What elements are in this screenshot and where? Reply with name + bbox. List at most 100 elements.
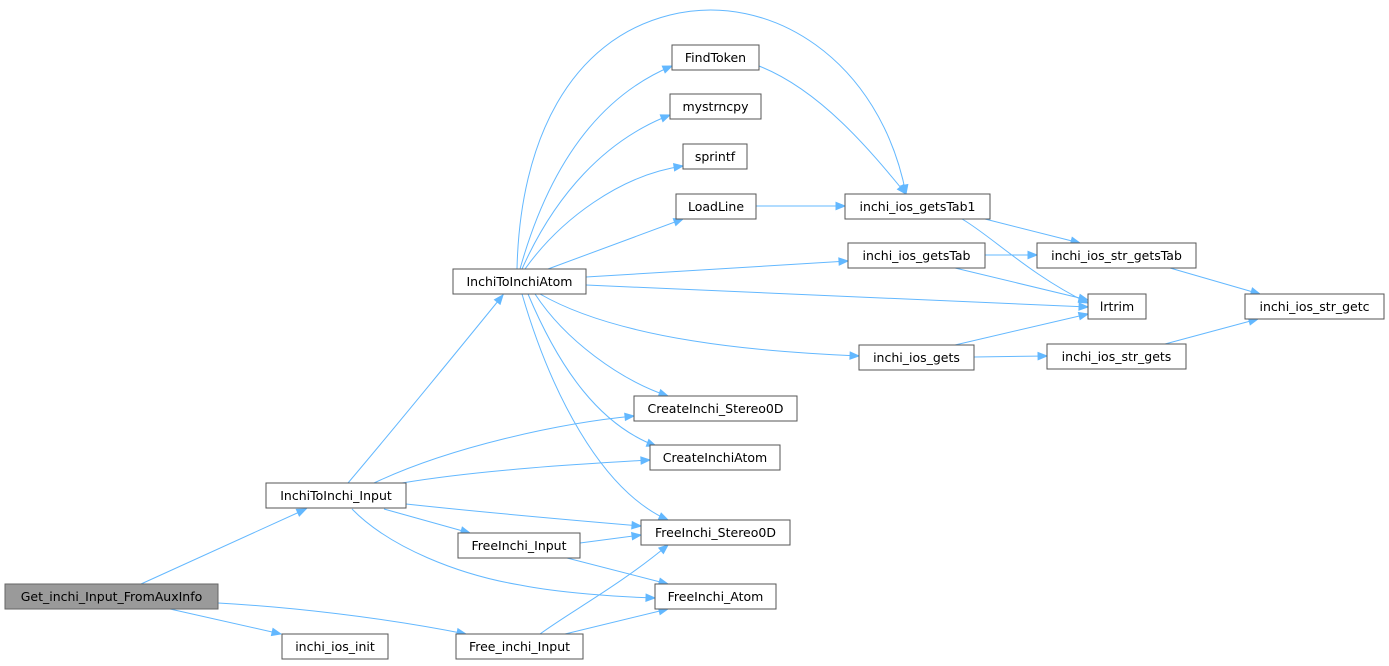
node-box — [671, 44, 760, 71]
node-lrtrim[interactable]: lrtrim — [1087, 293, 1147, 320]
node-box — [844, 193, 991, 220]
node-label: LoadLine — [688, 199, 744, 214]
node-box — [669, 93, 762, 120]
edge-inchitoinchiatom-to-inchi_ios_getstab — [585, 257, 850, 278]
node-inchitoinchiatom[interactable]: InchiToInchiAtom — [452, 268, 587, 295]
edge-line — [564, 608, 669, 635]
edge-line — [534, 293, 669, 397]
node-freeinchi_stereo0d[interactable]: FreeInchi_Stereo0D — [640, 519, 791, 546]
node-inchi_ios_getstab[interactable]: inchi_ios_getsTab — [847, 242, 986, 269]
edge-inchi_ios_str_getstab-to-inchi_ios_str_getc — [1169, 267, 1262, 296]
edge-arrowhead — [1037, 351, 1049, 361]
node-label: inchi_ios_getsTab1 — [860, 199, 976, 214]
edge-line — [351, 508, 656, 599]
edge-loadline-to-inchi_ios_getstab1 — [756, 201, 847, 211]
edge-inchi_ios_getstab-to-inchi_ios_str_getstab — [985, 250, 1039, 260]
edge-arrowhead — [493, 293, 504, 306]
edge-arrowhead — [673, 163, 685, 172]
node-box — [4, 583, 219, 610]
node-label: Free_inchi_Input — [469, 639, 570, 654]
edge-line — [401, 459, 651, 484]
edge-line — [566, 557, 669, 585]
edge-line — [217, 602, 467, 635]
edge-inchitoinchiatom-to-loadline — [547, 218, 685, 270]
edge-free_inchi_input-to-freeinchi_atom — [564, 606, 670, 635]
node-box — [281, 633, 389, 660]
edge-line — [521, 114, 671, 270]
node-label: inchi_ios_str_getsTab — [1051, 248, 1182, 263]
edge-inchitoinchi_input-to-createinchi_stereo0d — [373, 412, 636, 484]
node-inchi_ios_init[interactable]: inchi_ios_init — [281, 633, 389, 660]
node-box — [265, 482, 407, 509]
node-box — [452, 268, 587, 295]
node-box — [847, 242, 986, 269]
edge-line — [521, 293, 669, 521]
edge-inchi_ios_str_gets-to-inchi_ios_str_getc — [1164, 317, 1260, 345]
edge-arrowhead — [295, 508, 308, 517]
edge-line — [140, 508, 307, 585]
node-inchi_ios_str_getstab[interactable]: inchi_ios_str_getsTab — [1036, 242, 1197, 269]
edge-get_inchi_input_fromauxinfo-to-free_inchi_input — [217, 602, 468, 637]
node-free_inchi_input[interactable]: Free_inchi_Input — [455, 633, 584, 660]
node-loadline[interactable]: LoadLine — [675, 193, 757, 220]
edge-inchitoinchiatom-to-mystrncpy — [521, 114, 672, 270]
node-box — [457, 532, 581, 559]
edge-arrowhead — [645, 593, 657, 603]
node-freeinchi_atom[interactable]: FreeInchi_Atom — [654, 583, 777, 610]
edge-line — [405, 503, 642, 527]
node-box — [654, 583, 777, 610]
node-findtoken[interactable]: FindToken — [671, 44, 760, 71]
node-box — [649, 444, 781, 471]
edge-arrowhead — [838, 257, 850, 266]
edge-free_inchi_input-to-freeinchi_stereo0d — [539, 544, 670, 635]
edge-line — [524, 165, 684, 270]
edge-line — [373, 415, 635, 484]
edge-arrowhead — [631, 531, 643, 541]
edge-line — [973, 355, 1048, 358]
node-label: inchi_ios_gets — [873, 350, 960, 365]
edge-arrowhead — [657, 544, 670, 555]
node-mystrncpy[interactable]: mystrncpy — [669, 93, 762, 120]
edge-inchitoinchiatom-to-inchi_ios_gets — [539, 293, 861, 360]
node-createinchiatom[interactable]: CreateInchiAtom — [649, 444, 781, 471]
edge-arrowhead — [835, 201, 847, 211]
edge-inchi_ios_gets-to-inchi_ios_str_gets — [973, 351, 1049, 361]
edge-arrowhead — [624, 412, 636, 422]
edge-inchitoinchi_input-to-inchitoinchiatom — [347, 293, 504, 484]
node-createinchi_stereo0d[interactable]: CreateInchi_Stereo0D — [633, 395, 798, 422]
node-sprintf[interactable]: sprintf — [682, 143, 748, 170]
node-box — [640, 519, 791, 546]
edge-arrowhead — [849, 351, 861, 360]
edge-arrowhead — [270, 627, 283, 637]
node-get_inchi_input_fromauxinfo[interactable]: Get_inchi_Input_FromAuxInfo — [4, 583, 219, 610]
edge-inchitoinchi_input-to-freeinchi_input — [383, 508, 472, 535]
node-label: CreateInchi_Stereo0D — [648, 401, 784, 416]
edge-line — [585, 284, 1089, 308]
node-label: inchi_ios_getsTab — [863, 248, 971, 263]
node-inchi_ios_str_getc[interactable]: inchi_ios_str_getc — [1244, 293, 1385, 320]
node-label: inchi_ios_str_getc — [1260, 299, 1370, 314]
edge-inchitoinchiatom-to-findtoken — [519, 65, 674, 270]
edge-inchi_ios_getstab1-to-inchi_ios_str_getstab — [984, 218, 1082, 245]
edge-line — [579, 534, 642, 544]
node-inchitoinchi_input[interactable]: InchiToInchi_Input — [265, 482, 407, 509]
node-box — [1087, 293, 1147, 320]
node-box — [1046, 343, 1187, 370]
edge-line — [758, 65, 907, 195]
edge-freeinchi_input-to-freeinchi_stereo0d — [579, 531, 643, 544]
edge-line — [1164, 318, 1259, 345]
node-inchi_ios_gets[interactable]: inchi_ios_gets — [858, 344, 975, 371]
edge-inchitoinchiatom-to-freeinchi_stereo0d — [521, 293, 670, 521]
node-inchi_ios_getstab1[interactable]: inchi_ios_getsTab1 — [844, 193, 991, 220]
node-freeinchi_input[interactable]: FreeInchi_Input — [457, 532, 581, 559]
node-inchi_ios_str_gets[interactable]: inchi_ios_str_gets — [1046, 343, 1187, 370]
node-label: mystrncpy — [682, 99, 749, 114]
node-box — [1244, 293, 1385, 320]
node-label: FreeInchi_Input — [471, 538, 566, 553]
edge-arrowhead — [1027, 250, 1039, 260]
edge-inchitoinchi_input-to-freeinchi_stereo0d — [405, 503, 643, 530]
edge-arrowhead — [896, 183, 907, 196]
edge-inchitoinchi_input-to-createinchiatom — [401, 456, 652, 484]
edge-line — [539, 293, 860, 357]
edge-inchi_ios_gets-to-lrtrim — [954, 311, 1090, 346]
